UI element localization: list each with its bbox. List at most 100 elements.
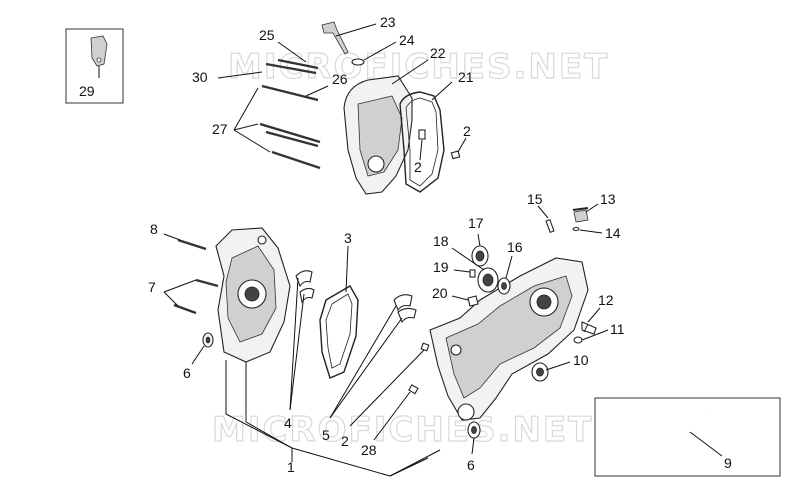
bolt-26 <box>261 84 319 102</box>
part-22-inner <box>357 95 403 177</box>
callout-29: 29 <box>79 83 95 99</box>
part-10-bore <box>536 367 544 377</box>
bolt-25 <box>277 58 319 70</box>
leader-15 <box>537 205 549 219</box>
leader-30 <box>217 71 263 79</box>
callout-16: 16 <box>507 239 523 255</box>
part-6-seal-right-hole <box>471 426 477 434</box>
callout-13: 13 <box>600 191 616 207</box>
leader-24 <box>363 41 397 61</box>
leader-5b <box>329 317 403 419</box>
bolt-30 <box>265 62 317 75</box>
callout-8: 8 <box>150 221 158 237</box>
callout-23: 23 <box>380 14 396 30</box>
leader-18 <box>451 247 485 271</box>
callout-22: 22 <box>430 45 446 61</box>
callout-15: 15 <box>527 191 543 207</box>
bracket-1-left2 <box>245 421 293 449</box>
part-21-gasket-inner <box>405 97 439 187</box>
part-3-gasket <box>319 285 359 379</box>
leader-7b <box>163 291 179 307</box>
callout-6-left: 6 <box>183 365 191 381</box>
part-23-dipstick <box>321 21 349 55</box>
part-20-screw <box>467 295 479 307</box>
leader-14 <box>579 229 603 234</box>
part-24-oring <box>351 58 365 66</box>
part-6-seal-left-hole <box>205 336 211 344</box>
leader-2-upper-b <box>457 137 467 153</box>
leader-5a <box>329 305 397 419</box>
callout-28: 28 <box>361 442 377 458</box>
callout-1: 1 <box>287 459 295 475</box>
leader-17 <box>477 233 481 247</box>
part-4-shell-a <box>295 270 313 288</box>
leader-13 <box>585 203 599 213</box>
leader-9 <box>689 431 723 457</box>
leader-3 <box>345 245 349 293</box>
part-9-hose-inner <box>607 411 709 459</box>
leader-20 <box>451 295 469 301</box>
part-15-pin <box>545 218 555 234</box>
callout-14: 14 <box>605 225 621 241</box>
callout-10: 10 <box>573 352 589 368</box>
part-5-shell-b <box>397 307 417 324</box>
right-crankcase-lower-boss <box>457 403 475 421</box>
part-11-washer <box>573 336 583 344</box>
leader-11 <box>581 329 609 341</box>
callout-30: 30 <box>192 69 208 85</box>
callout-25: 25 <box>259 27 275 43</box>
leader-12 <box>587 307 601 323</box>
part-16-bore <box>501 282 507 290</box>
callout-27: 27 <box>212 121 228 137</box>
part-18-bore <box>482 273 494 287</box>
left-crankcase-bore <box>244 286 260 302</box>
callout-4: 4 <box>284 415 292 431</box>
part-12-plug <box>581 321 597 335</box>
callout-7: 7 <box>148 279 156 295</box>
bolt-8 <box>177 238 207 251</box>
callout-17: 17 <box>468 215 484 231</box>
part-29-bracket <box>90 35 108 67</box>
leader-22 <box>391 59 429 85</box>
callout-3: 3 <box>344 230 352 246</box>
callout-12: 12 <box>598 292 614 308</box>
part-3-gasket-inner <box>325 293 353 369</box>
left-crankcase-hole <box>257 235 267 245</box>
leader-16 <box>505 255 513 279</box>
leader-25 <box>277 41 307 63</box>
callout-26: 26 <box>332 71 348 87</box>
leader-27a <box>233 87 259 131</box>
leader-7a <box>163 279 197 293</box>
bracket-1-right-rise2 <box>389 457 429 477</box>
leader-21 <box>431 81 453 101</box>
callout-2-upper-a: 2 <box>414 159 422 175</box>
leader-6-left <box>191 345 205 365</box>
part-17-bore <box>475 250 485 262</box>
callout-2-upper-b: 2 <box>463 123 471 139</box>
callout-11: 11 <box>610 321 625 337</box>
part-4-shell-b <box>299 287 315 304</box>
part-22-boss <box>367 155 385 173</box>
dowel-2-lower <box>420 342 430 352</box>
part-21-gasket <box>399 91 445 193</box>
bolt-27c <box>271 150 321 170</box>
right-crankcase-hole <box>450 344 462 356</box>
leader-27c <box>233 129 271 153</box>
leader-28 <box>373 391 411 441</box>
right-crankcase-bore <box>536 294 552 310</box>
dowel-2-upper-b <box>450 150 461 160</box>
watermark-bottom: MICROFICHES.NET <box>212 410 593 450</box>
leader-10 <box>545 361 571 371</box>
leader-23 <box>335 23 377 37</box>
leader-2-lower <box>349 349 425 427</box>
callout-9: 9 <box>724 455 732 471</box>
part-29-hole <box>96 57 102 63</box>
leader-27b <box>233 123 259 131</box>
callout-19: 19 <box>433 259 449 275</box>
leader-8 <box>163 233 181 241</box>
part-14-washer <box>572 226 580 232</box>
part-5-shell-a <box>393 294 413 312</box>
bolt-7b <box>173 303 197 315</box>
